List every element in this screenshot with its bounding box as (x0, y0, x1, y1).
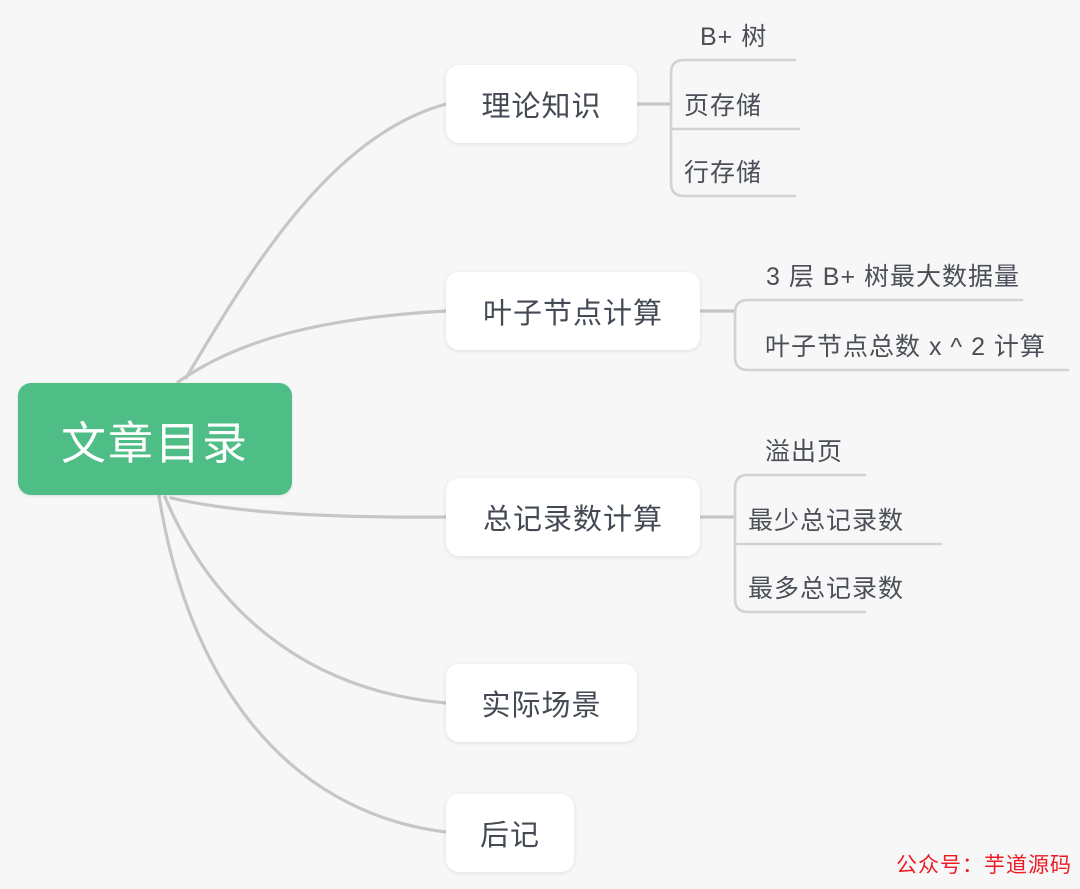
branch-node-total-records[interactable]: 总记录数计算 (446, 478, 700, 556)
leaf-node-b-plus-tree[interactable]: B+ 树 (700, 23, 768, 51)
branch-node-theory[interactable]: 理论知识 (446, 65, 637, 143)
watermark-text: 公众号：芋道源码 (896, 853, 1072, 877)
leaf-node-total-leaf-x-squared[interactable]: 叶子节点总数 x ^ 2 计算 (765, 333, 1046, 361)
branch-node-postscript[interactable]: 后记 (446, 794, 574, 872)
root-node[interactable]: 文章目录 (18, 383, 292, 495)
branch-node-leaf-calculation[interactable]: 叶子节点计算 (446, 272, 700, 350)
leaf-node-min-total-records[interactable]: 最少总记录数 (748, 507, 905, 535)
leaf-node-3-level-max-data[interactable]: 3 层 B+ 树最大数据量 (766, 263, 1021, 291)
leaf-node-overflow-page[interactable]: 溢出页 (765, 438, 844, 466)
leaf-node-max-total-records[interactable]: 最多总记录数 (748, 575, 905, 603)
leaf-node-row-storage[interactable]: 行存储 (684, 159, 763, 187)
branch-node-real-scenario[interactable]: 实际场景 (446, 664, 637, 742)
leaf-node-page-storage[interactable]: 页存储 (684, 92, 763, 120)
